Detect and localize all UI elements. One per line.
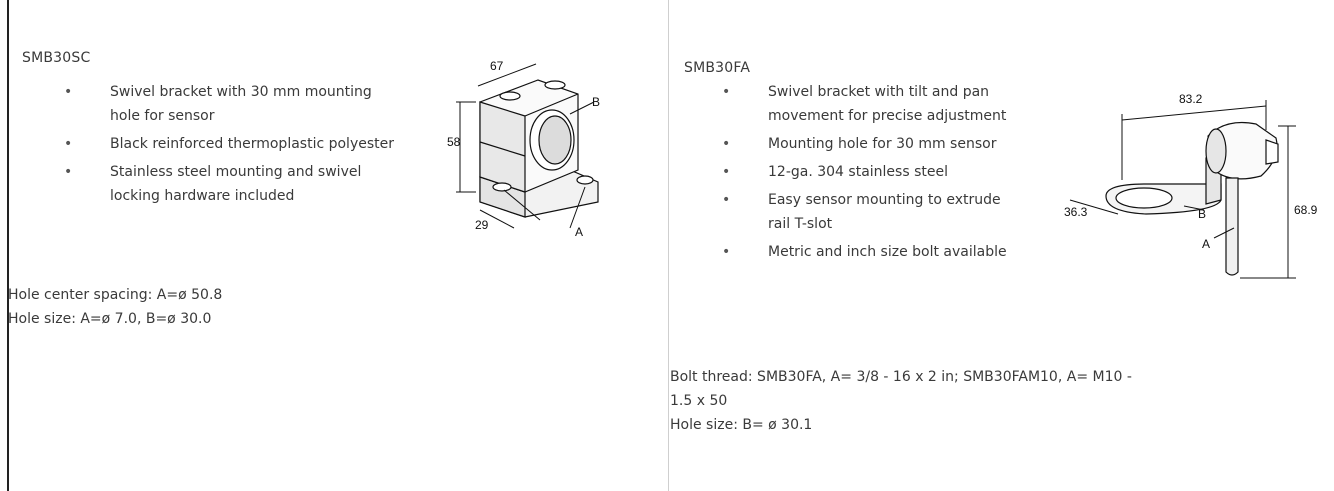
feature-item: Easy sensor mounting to extrude rail T-s… xyxy=(722,188,1027,236)
spec-line: Bolt thread: SMB30FA, A= 3/8 - 16 x 2 in… xyxy=(670,369,1132,385)
spec-line: 1.5 x 50 xyxy=(670,393,728,409)
feature-item: Swivel bracket with tilt and pan movemen… xyxy=(722,80,1027,128)
smb30sc-drawing: 67 58 29 B A xyxy=(447,59,600,239)
spec-line: Hole size: B= ø 30.1 xyxy=(670,417,813,433)
smb30fa-drawing: 83.2 36.3 68.9 B A xyxy=(1064,92,1318,279)
specs-block: Bolt thread: SMB30FA, A= 3/8 - 16 x 2 in… xyxy=(670,365,1132,437)
feature-item: Swivel bracket with 30 mm mounting hole … xyxy=(64,80,394,128)
callout-a-label: A xyxy=(575,225,583,239)
feature-item: Stainless steel mounting and swivel lock… xyxy=(64,160,394,208)
dimension-height-label: 68.9 xyxy=(1294,203,1318,217)
feature-list: Swivel bracket with 30 mm mounting hole … xyxy=(64,80,394,212)
column-divider xyxy=(668,0,669,491)
feature-item: Black reinforced thermoplastic polyester xyxy=(64,132,394,156)
callout-b-label: B xyxy=(592,95,600,109)
feature-item: 12-ga. 304 stainless steel xyxy=(722,160,1027,184)
callout-a-label: A xyxy=(1202,237,1210,251)
dimension-width-label: 67 xyxy=(490,59,504,73)
dimension-width-label: 83.2 xyxy=(1179,92,1203,106)
model-name: SMB30FA xyxy=(684,60,751,76)
dimension-height-label: 58 xyxy=(447,135,461,149)
model-name: SMB30SC xyxy=(22,50,91,66)
feature-list: Swivel bracket with tilt and pan movemen… xyxy=(722,80,1027,268)
callout-b-label: B xyxy=(1198,207,1206,221)
page-left-border xyxy=(7,0,9,491)
spec-line: Hole size: A=ø 7.0, B=ø 30.0 xyxy=(8,311,212,327)
feature-item: Mounting hole for 30 mm sensor xyxy=(722,132,1027,156)
spec-line: Hole center spacing: A=ø 50.8 xyxy=(8,287,223,303)
dimension-depth-label: 36.3 xyxy=(1064,205,1088,219)
specs-block: Hole center spacing: A=ø 50.8 Hole size:… xyxy=(8,283,222,331)
feature-item: Metric and inch size bolt available xyxy=(722,240,1027,264)
dimension-depth-label: 29 xyxy=(475,218,489,232)
